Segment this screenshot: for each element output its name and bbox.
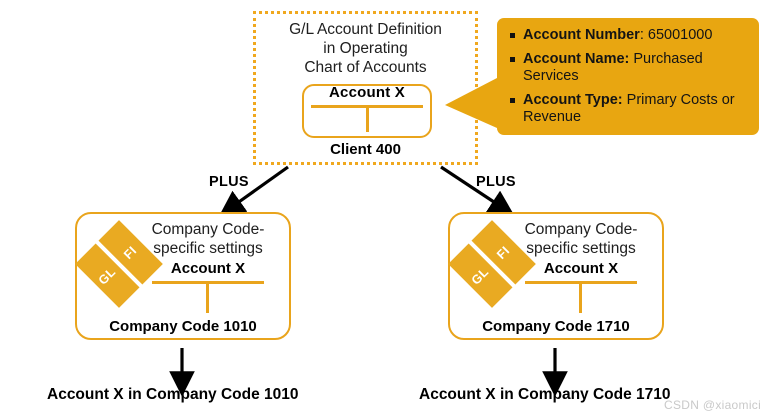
account-x-label-left: Account X (170, 260, 246, 277)
callout-value-account-name: Purchased Services (523, 50, 703, 85)
callout-value-account-type: Primary Costs or Revenue (523, 91, 735, 126)
callout-label-account-type: Account Type: (523, 91, 623, 108)
gl-account-definition-title: G/L Account Definition in Operating Char… (289, 21, 442, 76)
callout-label-account-number: Account Number (523, 27, 640, 43)
watermark-text: CSDN @xiaomici (664, 398, 762, 412)
callout-item-account-number: Account Number: 65001000 (509, 27, 749, 45)
gl-label-left: GL (95, 264, 119, 288)
account-x-stem-right (579, 281, 582, 313)
gl-label-right: GL (468, 264, 492, 288)
callout-sep-account-number: : (639, 27, 648, 43)
result-caption-1710: Account X in Company Code 1710 (419, 386, 671, 403)
plus-label-left: PLUS (209, 174, 249, 190)
company-code-label-1710: Company Code 1710 (482, 318, 630, 335)
account-x-label-top: Account X (329, 84, 405, 101)
account-details-callout: Account Number: 65001000 Account Name: P… (497, 18, 759, 135)
callout-item-account-type: Account Type: Primary Costs or Revenue (509, 92, 749, 127)
client-400-label: Client 400 (330, 141, 401, 158)
company-code-label-1010: Company Code 1010 (109, 318, 257, 335)
company-code-settings-title-right: Company Code- specific settings (524, 221, 638, 257)
account-x-stem-left (206, 281, 209, 313)
plus-label-right: PLUS (476, 174, 516, 190)
callout-value-account-number: 65001000 (647, 27, 713, 43)
result-caption-1010: Account X in Company Code 1010 (47, 386, 299, 403)
account-x-stem-top (366, 105, 369, 132)
company-code-settings-title-left: Company Code- specific settings (151, 221, 265, 257)
account-x-label-right: Account X (543, 260, 619, 277)
account-details-list: Account Number: 65001000 Account Name: P… (509, 27, 749, 127)
callout-item-account-name: Account Name: Purchased Services (509, 51, 749, 86)
callout-label-account-name: Account Name: (523, 50, 630, 67)
